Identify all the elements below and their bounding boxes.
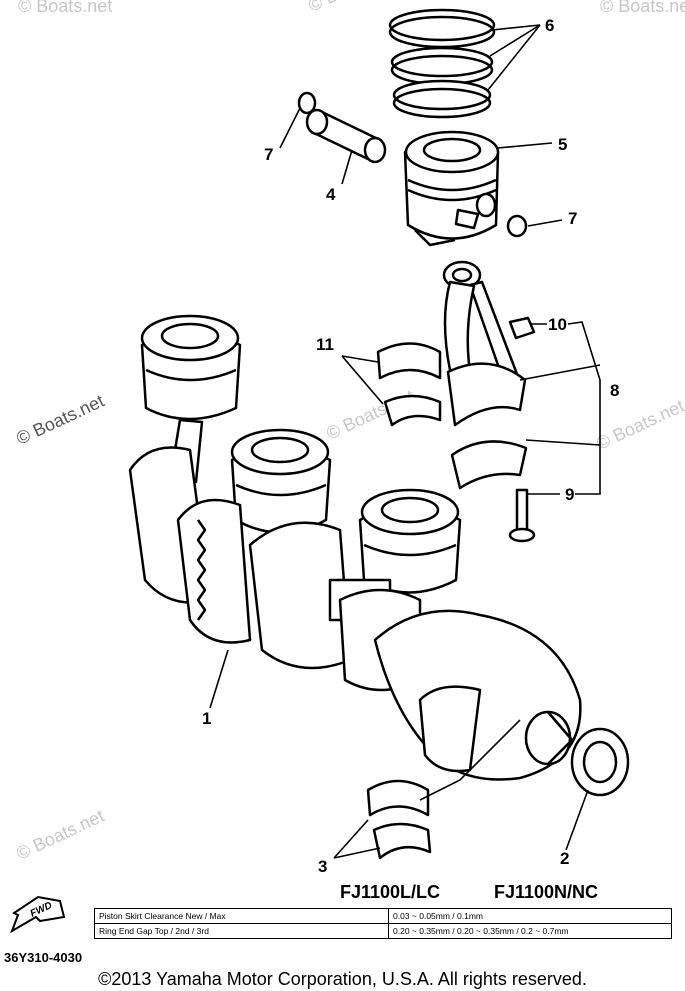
callout-2: 2 (560, 849, 569, 868)
piston-pin (305, 108, 387, 164)
parts-diagram: © Boats.net © Boats.net © Boats.net © Bo… (13, 0, 685, 876)
document-id: 36Y310-4030 (4, 950, 83, 965)
copyright-notice: ©2013 Yamaha Motor Corporation, U.S.A. A… (98, 969, 587, 989)
piston-pin-clip (506, 214, 528, 238)
callout-8: 8 (610, 381, 619, 400)
spec-value: 0.20 ~ 0.35mm / 0.20 ~ 0.35mm / 0.2 ~ 0.… (388, 923, 672, 939)
model-left: FJ1100L/LC (340, 882, 441, 902)
watermark: © Boats.net (13, 806, 107, 864)
model-right: FJ1100N/NC (494, 882, 599, 902)
table-row: Piston Skirt Clearance New / Max 0.03 ~ … (94, 908, 672, 924)
watermark: © Boats.net (18, 0, 112, 16)
forward-arrow-icon: FWD (10, 895, 66, 934)
callout-10: 10 (548, 315, 567, 334)
callout-7: 7 (568, 209, 577, 228)
callout-1: 1 (202, 709, 211, 728)
spec-label: Piston Skirt Clearance New / Max (94, 908, 389, 924)
assembled-piston (230, 428, 332, 534)
piston-pin-clip (297, 91, 317, 115)
spec-label: Ring End Gap Top / 2nd / 3rd (94, 923, 389, 939)
piston-rings (388, 8, 496, 119)
callout-5: 5 (558, 135, 567, 154)
table-row: Ring End Gap Top / 2nd / 3rd 0.20 ~ 0.35… (94, 923, 672, 939)
oil-seal (570, 727, 630, 797)
leader-lines (209, 24, 601, 859)
callout-9: 9 (565, 485, 574, 504)
watermark: © Boats.net (593, 396, 685, 454)
spec-table: Piston Skirt Clearance New / Max 0.03 ~ … (94, 908, 672, 939)
callouts: 1 2 3 4 5 6 7 7 8 9 10 11 (202, 16, 619, 876)
spec-value: 0.03 ~ 0.05mm / 0.1mm (388, 908, 672, 924)
watermark: © Boats.net (305, 0, 399, 16)
connecting-rod (442, 260, 528, 490)
callout-7: 7 (264, 145, 273, 164)
watermark: © Boats.net (600, 0, 685, 16)
callout-4: 4 (326, 185, 336, 204)
crankshaft (128, 446, 582, 781)
rod-bolt (508, 488, 536, 543)
callout-6: 6 (545, 16, 554, 35)
callout-11: 11 (316, 335, 334, 354)
callout-3: 3 (318, 857, 327, 876)
watermark: © Boats.net (13, 391, 107, 449)
piston (403, 130, 500, 247)
rod-nut (508, 316, 536, 340)
rod-bearings (376, 342, 442, 427)
assembled-piston (358, 488, 462, 594)
main-bearings (366, 779, 432, 860)
